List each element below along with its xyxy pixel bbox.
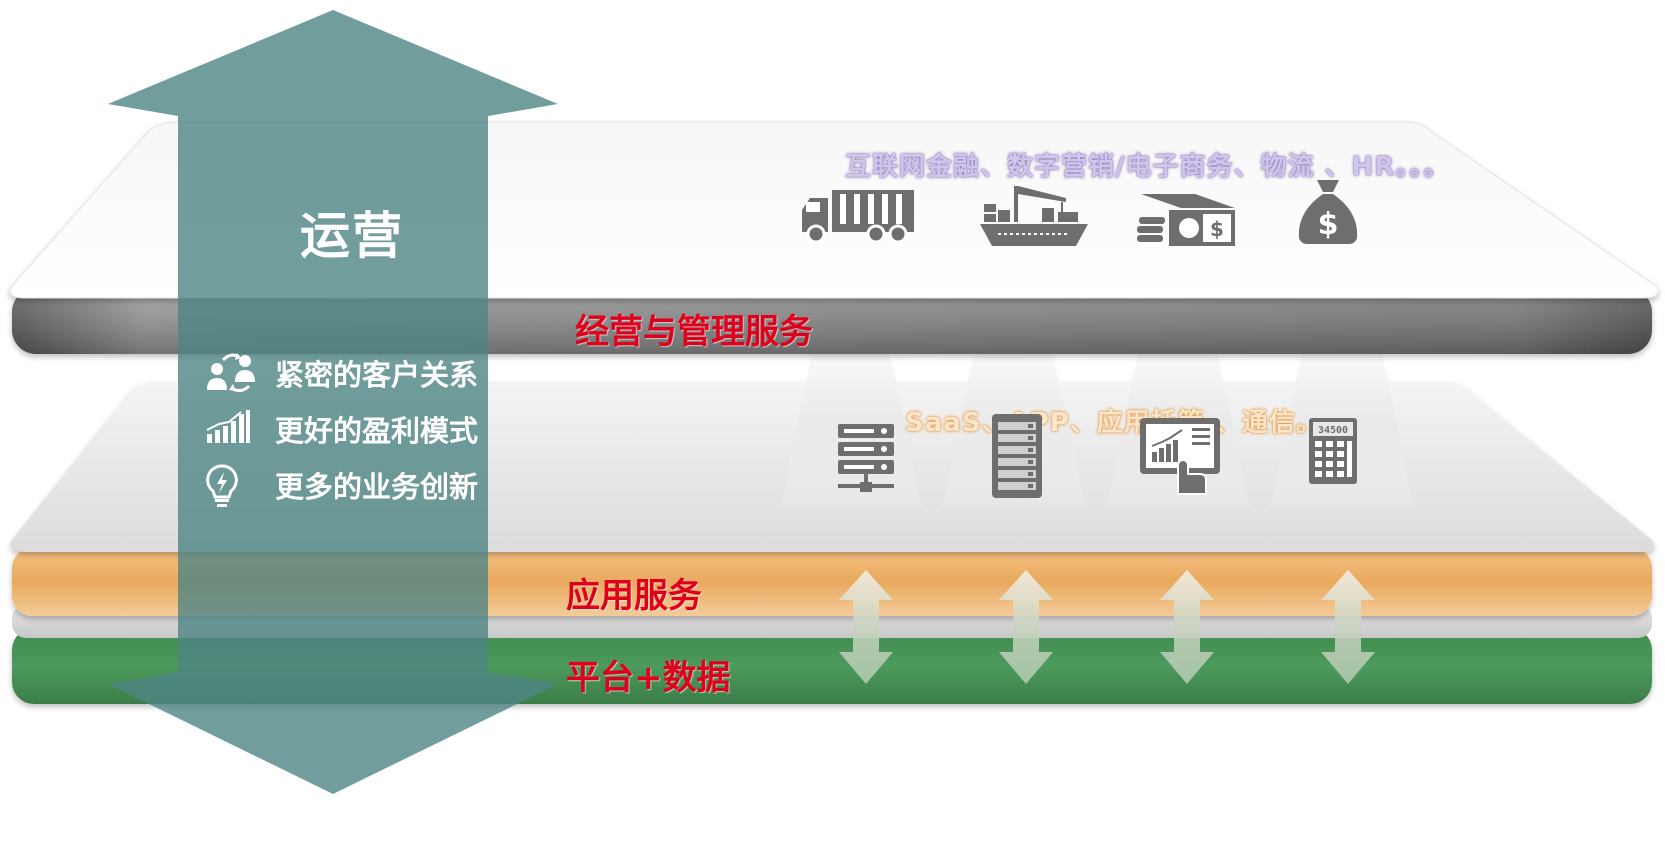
benefit-innovation: 更多的业务创新 (205, 464, 479, 507)
application-layer-label: 应用服务 (566, 576, 702, 616)
truck-icon (802, 190, 914, 244)
server-rack-icon (992, 414, 1042, 498)
platform-layer-label: 平台+数据 (566, 658, 731, 698)
lightbulb-icon (205, 464, 261, 507)
server-network-icon (838, 424, 894, 492)
svg-text:$: $ (1318, 207, 1339, 242)
operations-title: 运营 (300, 207, 404, 265)
svg-text:$: $ (1210, 217, 1224, 241)
money-stack-icon: $ (1137, 194, 1235, 246)
cargo-ship-icon (980, 186, 1088, 246)
benefit-text: 紧密的客户关系 (275, 358, 479, 392)
calculator-icon: 34500 (1309, 418, 1357, 484)
business-layer-label: 经营与管理服务 (575, 312, 813, 352)
benefit-profit-model: 更好的盈利模式 (205, 408, 478, 450)
customer-relationship-icon (205, 353, 261, 393)
growth-chart-icon (205, 409, 261, 449)
benefit-text: 更好的盈利模式 (275, 414, 479, 448)
bidirectional-arrows (839, 570, 1375, 684)
calculator-display: 34500 (1318, 425, 1348, 436)
benefit-text: 更多的业务创新 (275, 470, 479, 504)
application-caption: SaaS、APP、应用托管 、通信。。。 (905, 408, 1351, 438)
operations-arrow (108, 10, 558, 794)
money-bag-icon: $ (1298, 180, 1358, 244)
business-caption: 互联网金融、数字营销/电子商务、物流 、HR。。。 (845, 152, 1451, 182)
benefit-customer-relationship: 紧密的客户关系 (205, 352, 478, 394)
tablet-touch-icon (1140, 418, 1220, 495)
